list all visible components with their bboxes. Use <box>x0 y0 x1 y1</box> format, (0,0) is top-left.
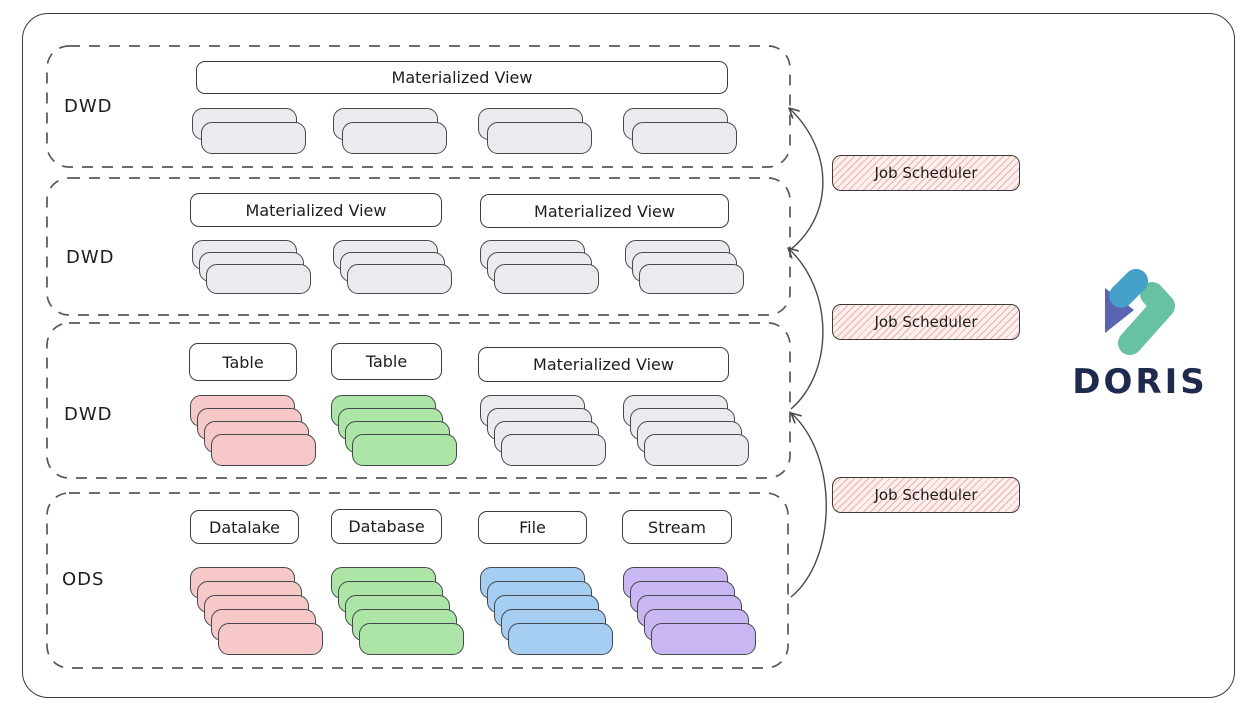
job-scheduler-2: Job Scheduler <box>832 304 1020 340</box>
header-box-ods-2: File <box>478 511 587 544</box>
card-pink <box>211 434 316 466</box>
scheduler-arrow-2 <box>787 247 824 410</box>
card-green <box>352 434 457 466</box>
section-border-dwd-middle <box>46 177 791 316</box>
card-purple <box>651 623 756 655</box>
header-box-ods-3: Stream <box>622 510 732 544</box>
outer-frame <box>22 13 1235 698</box>
job-scheduler-1: Job Scheduler <box>832 155 1020 191</box>
card-gray <box>342 122 447 154</box>
section-label-dwd-top: DWD <box>64 96 113 117</box>
doris-logo-text: DORIS <box>1072 362 1208 402</box>
card-gray <box>632 122 737 154</box>
section-label-dwd-middle: DWD <box>66 247 115 268</box>
header-box-dwd-middle-0: Materialized View <box>190 193 442 227</box>
doris-logo: DORIS <box>1060 264 1220 409</box>
job-scheduler-3: Job Scheduler <box>832 477 1020 513</box>
doris-logo-green-swoosh <box>1118 282 1175 355</box>
doris-logo-icon <box>1105 268 1175 355</box>
scheduler-arrow-1 <box>788 107 824 251</box>
header-box-dwd-lower-2: Materialized View <box>478 347 729 382</box>
header-box-dwd-lower-0: Table <box>189 343 297 381</box>
card-gray <box>639 264 744 294</box>
header-box-ods-0: Datalake <box>190 510 299 544</box>
card-gray <box>347 264 452 294</box>
header-box-dwd-middle-1: Materialized View <box>480 194 729 228</box>
card-gray <box>201 122 306 154</box>
doris-logo-blue-capsule <box>1109 268 1149 308</box>
card-gray <box>206 264 311 294</box>
section-label-ods: ODS <box>62 569 105 590</box>
header-box-ods-1: Database <box>331 509 442 544</box>
section-border-dwd-top <box>46 45 791 168</box>
card-gray <box>494 264 599 294</box>
card-pink <box>218 623 323 655</box>
card-gray <box>487 122 592 154</box>
card-blue <box>508 623 613 655</box>
card-gray <box>501 434 606 466</box>
header-box-dwd-lower-1: Table <box>331 343 442 380</box>
section-border-ods <box>46 492 789 669</box>
section-label-dwd-lower: DWD <box>64 404 113 425</box>
card-gray <box>644 434 749 466</box>
section-border-dwd-lower <box>46 322 791 479</box>
card-green <box>359 623 464 655</box>
scheduler-arrow-3 <box>790 412 827 598</box>
header-box-dwd-top-0: Materialized View <box>196 61 728 94</box>
